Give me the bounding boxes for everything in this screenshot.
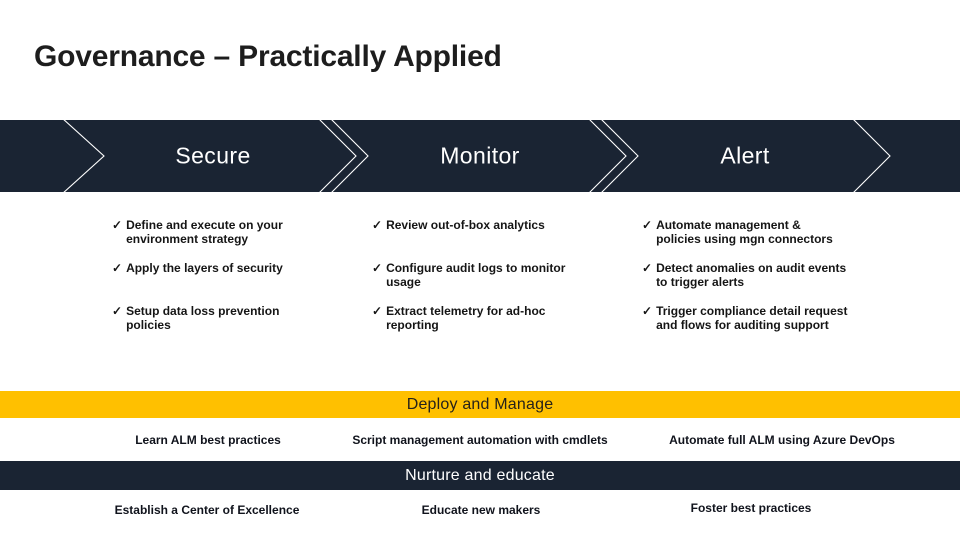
bullet-text: Review out-of-box analytics bbox=[386, 218, 545, 232]
nurture-item: Establish a Center of Excellence bbox=[114, 503, 300, 517]
list-item: ✓ Apply the layers of security bbox=[112, 261, 307, 304]
nurture-educate-band: Nurture and educate bbox=[0, 461, 960, 490]
list-item: ✓ Setup data loss prevention policies bbox=[112, 304, 307, 347]
deploy-item: Learn ALM best practices bbox=[135, 433, 281, 447]
checkmark-icon: ✓ bbox=[642, 304, 653, 318]
band-title: Nurture and educate bbox=[405, 466, 555, 484]
checkmark-icon: ✓ bbox=[112, 261, 123, 275]
deploy-manage-band: Deploy and Manage bbox=[0, 391, 960, 418]
checkmark-icon: ✓ bbox=[112, 218, 123, 232]
bullet-list-alert: ✓ Automate management & policies using m… bbox=[642, 218, 887, 347]
list-item: ✓ Extract telemetry for ad-hoc reporting bbox=[372, 304, 604, 347]
bullet-text: Detect anomalies on audit events to trig… bbox=[656, 261, 847, 289]
checkmark-icon: ✓ bbox=[372, 261, 383, 275]
nurture-item: Foster best practices bbox=[690, 501, 812, 515]
bullet-text: Define and execute on your environment s… bbox=[126, 218, 283, 246]
deploy-item: Script management automation with cmdlet… bbox=[352, 433, 608, 447]
list-item: ✓ Automate management & policies using m… bbox=[642, 218, 887, 261]
checkmark-icon: ✓ bbox=[642, 261, 653, 275]
checkmark-icon: ✓ bbox=[112, 304, 123, 318]
column-header-monitor: Monitor bbox=[440, 142, 520, 169]
list-item: ✓ Review out-of-box analytics bbox=[372, 218, 604, 261]
list-item: ✓ Detect anomalies on audit events to tr… bbox=[642, 261, 887, 304]
nurture-item: Educate new makers bbox=[421, 503, 541, 517]
list-item: ✓ Define and execute on your environment… bbox=[112, 218, 307, 261]
bullet-text: Trigger compliance detail request and fl… bbox=[656, 304, 848, 332]
list-item: ✓ Configure audit logs to monitor usage bbox=[372, 261, 604, 304]
chevron-right-icon bbox=[601, 120, 639, 192]
bullet-text: Setup data loss prevention policies bbox=[126, 304, 280, 332]
bullet-text: Extract telemetry for ad-hoc reporting bbox=[386, 304, 546, 332]
bullet-list-monitor: ✓ Review out-of-box analytics ✓ Configur… bbox=[372, 218, 604, 347]
deploy-item: Automate full ALM using Azure DevOps bbox=[669, 433, 895, 447]
checkmark-icon: ✓ bbox=[642, 218, 653, 232]
chevron-right-icon bbox=[331, 120, 369, 192]
chevron-right-icon bbox=[589, 120, 627, 192]
bullet-text: Automate management & policies using mgn… bbox=[656, 218, 833, 246]
band-title: Deploy and Manage bbox=[406, 395, 554, 413]
bullet-text: Configure audit logs to monitor usage bbox=[386, 261, 566, 289]
checkmark-icon: ✓ bbox=[372, 304, 383, 318]
list-item: ✓ Trigger compliance detail request and … bbox=[642, 304, 887, 347]
slide-title: Governance – Practically Applied bbox=[34, 40, 502, 73]
chevron-right-icon bbox=[853, 120, 891, 192]
column-header-secure: Secure bbox=[175, 142, 251, 169]
chevron-right-icon bbox=[319, 120, 357, 192]
checkmark-icon: ✓ bbox=[372, 218, 383, 232]
chevron-right-icon bbox=[63, 120, 105, 192]
bullet-list-secure: ✓ Define and execute on your environment… bbox=[112, 218, 307, 347]
bullet-text: Apply the layers of security bbox=[126, 261, 283, 275]
column-header-alert: Alert bbox=[720, 142, 770, 169]
chevron-outlines bbox=[63, 120, 891, 192]
process-chevron-band: Secure Monitor Alert bbox=[0, 120, 960, 192]
